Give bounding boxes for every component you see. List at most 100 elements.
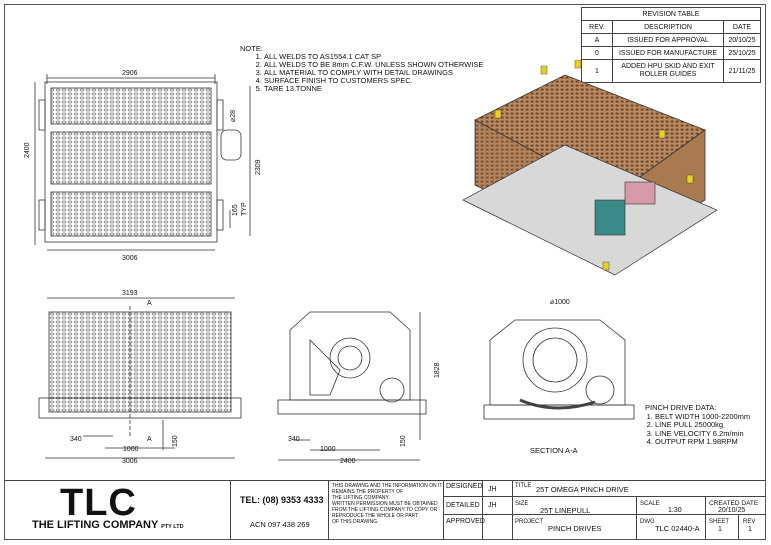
isometric-view bbox=[462, 60, 718, 276]
dim-top-width: 2906 bbox=[122, 70, 138, 77]
pinch-drive-item: LINE PULL 25000kg bbox=[655, 420, 750, 430]
dim-side-150: 150 bbox=[400, 435, 407, 447]
note-item: ALL WELDS TO BE 8mm C.F.W. UNLESS SHOWN … bbox=[264, 61, 483, 69]
notes: NOTE: ALL WELDS TO AS1554.1 CAT SP ALL W… bbox=[240, 45, 483, 93]
note-item: SURFACE FINISH TO CUSTOMERS SPEC. bbox=[264, 77, 483, 85]
pinch-drive-item: OUTPUT RPM 1.98RPM bbox=[655, 437, 750, 447]
dwg-label: DWG bbox=[640, 519, 655, 525]
divider bbox=[443, 496, 766, 497]
rev-cell: 0 bbox=[581, 46, 613, 60]
note-item: ALL WELDS TO AS1554.1 CAT SP bbox=[264, 53, 483, 61]
company-name: THE LIFTING COMPANY PTY LTD bbox=[32, 519, 184, 531]
note-item: ALL MATERIAL TO COMPLY WITH DETAIL DRAWI… bbox=[264, 69, 483, 77]
section-view-drawing bbox=[483, 319, 635, 420]
section-marker: A bbox=[147, 436, 152, 443]
sheet-label: SHEET bbox=[709, 519, 730, 525]
company-suffix: PTY LTD bbox=[161, 524, 184, 530]
note-item: TARE 13 TONNE bbox=[264, 85, 483, 93]
divider bbox=[443, 514, 766, 515]
drawing-frame bbox=[4, 4, 766, 540]
pinch-drive-heading: PINCH DRIVE DATA: bbox=[645, 403, 717, 412]
dim-diameter-small: ⌀28 bbox=[230, 109, 237, 122]
disclaimer-line: WRITTEN PERMISSION MUST BE OBTAINED bbox=[332, 501, 438, 507]
revision-table: REVISION TABLE REV. DESCRIPTION DATE A I… bbox=[581, 7, 761, 83]
date-cell: 21/11/25 bbox=[723, 59, 761, 83]
description-cell: ISSUED FOR MANUFACTURE bbox=[612, 46, 724, 60]
dim-side-1000: 1000 bbox=[320, 446, 336, 453]
disclaimer-line: OF THIS DRAWING. bbox=[332, 519, 379, 525]
dim-spacing-note: TYP bbox=[241, 202, 248, 216]
side-view-drawing bbox=[277, 311, 427, 461]
dim-spacing: 165 bbox=[232, 204, 239, 216]
front-view-drawing bbox=[38, 297, 242, 459]
disclaimer-line: THIS DRAWING AND THE INFORMATION ON IT bbox=[332, 483, 443, 489]
dim-front-150: 150 bbox=[172, 435, 179, 447]
revision-row: 1 ADDED HPU SKID AND EXIT ROLLER GUIDES … bbox=[581, 59, 761, 83]
divider bbox=[636, 496, 637, 540]
project-label: PROJECT bbox=[515, 519, 544, 525]
divider bbox=[512, 480, 513, 540]
dim-top-height: 2400 bbox=[24, 142, 31, 158]
pinch-drive-item: BELT WIDTH 1000-2200mm bbox=[655, 412, 750, 422]
title-value: 25T OMEGA PINCH DRIVE bbox=[536, 485, 629, 494]
pinch-drive-item: LINE VELOCITY 6.2m/min bbox=[655, 429, 750, 439]
description-cell: ISSUED FOR APPROVAL bbox=[612, 33, 724, 47]
rev-label: REV bbox=[743, 519, 756, 525]
description-header: DESCRIPTION bbox=[612, 20, 724, 34]
created-label: CREATED DATE bbox=[709, 500, 759, 507]
disclaimer: THIS DRAWING AND THE INFORMATION ON IT R… bbox=[332, 483, 442, 525]
disclaimer-line: THE LIFTING COMPANY. bbox=[332, 495, 390, 501]
acn-number: ACN 097 438 269 bbox=[250, 520, 310, 529]
plan-view-drawing bbox=[34, 74, 251, 251]
designed-label: DESIGNED bbox=[446, 483, 483, 490]
dwg-value: TLC 02440-A bbox=[655, 524, 700, 533]
revision-row: 0 ISSUED FOR MANUFACTURE 25/10/25 bbox=[581, 46, 761, 60]
pinch-drive-data: PINCH DRIVE DATA: BELT WIDTH 1000-2200mm… bbox=[645, 403, 750, 447]
scale-value: 1:30 bbox=[668, 507, 682, 514]
divider bbox=[705, 496, 706, 540]
notes-heading: NOTE: bbox=[240, 44, 263, 53]
divider bbox=[443, 480, 444, 540]
company-logo: TLC bbox=[60, 482, 137, 524]
description-cell: ADDED HPU SKID AND EXIT ROLLER GUIDES bbox=[612, 59, 724, 83]
dim-front-bottom-width: 3006 bbox=[122, 458, 138, 465]
dim-front-340: 340 bbox=[70, 436, 82, 443]
disclaimer-line: FROM THE LIFTING COMPANY TO COPY OR bbox=[332, 507, 438, 513]
revision-table-title: REVISION TABLE bbox=[581, 7, 761, 21]
date-cell: 25/10/25 bbox=[723, 46, 761, 60]
project-value: PINCH DRIVES bbox=[548, 524, 602, 533]
divider bbox=[328, 480, 329, 540]
created-value: 20/10/25 bbox=[718, 507, 746, 514]
dim-side-height: 1828 bbox=[434, 362, 441, 378]
date-cell: 20/10/25 bbox=[723, 33, 761, 47]
revision-row: A ISSUED FOR APPROVAL 20/10/25 bbox=[581, 33, 761, 47]
dim-front-1000: 1000 bbox=[123, 446, 139, 453]
dim-section-diameter: ⌀1000 bbox=[550, 299, 570, 306]
divider bbox=[738, 514, 739, 540]
detailed-label: DETAILED bbox=[446, 502, 480, 509]
section-label: SECTION A-A bbox=[530, 446, 578, 455]
approved-label: APPROVED bbox=[446, 518, 485, 525]
dim-top-bottom-width: 3006 bbox=[122, 255, 138, 262]
title-label: TITLE bbox=[515, 483, 532, 489]
date-header: DATE bbox=[723, 20, 761, 34]
title-block-border bbox=[5, 480, 766, 481]
dim-side-340: 340 bbox=[288, 436, 300, 443]
dim-front-width: 3193 bbox=[122, 290, 138, 297]
size-label: SIZE bbox=[515, 501, 529, 507]
dim-top-right-height: 2309 bbox=[255, 159, 262, 175]
rev-value: 1 bbox=[748, 526, 752, 533]
rev-header: REV. bbox=[581, 20, 613, 34]
company-name-text: THE LIFTING COMPANY bbox=[32, 519, 159, 531]
disclaimer-line: REMAINS THE PROPERTY OF bbox=[332, 489, 404, 495]
phone-number: TEL: (08) 9353 4333 bbox=[240, 495, 324, 505]
divider bbox=[230, 480, 231, 540]
divider bbox=[482, 480, 483, 540]
scale-label: SCALE bbox=[640, 501, 660, 507]
dim-side-width: 2400 bbox=[340, 458, 356, 465]
disclaimer-line: REPRODUCE THE WHOLE OR PART bbox=[332, 513, 419, 519]
size-value: 25T LINEPULL bbox=[540, 506, 591, 515]
rev-cell: 1 bbox=[581, 59, 613, 83]
rev-cell: A bbox=[581, 33, 613, 47]
sheet-value: 1 bbox=[718, 526, 722, 533]
